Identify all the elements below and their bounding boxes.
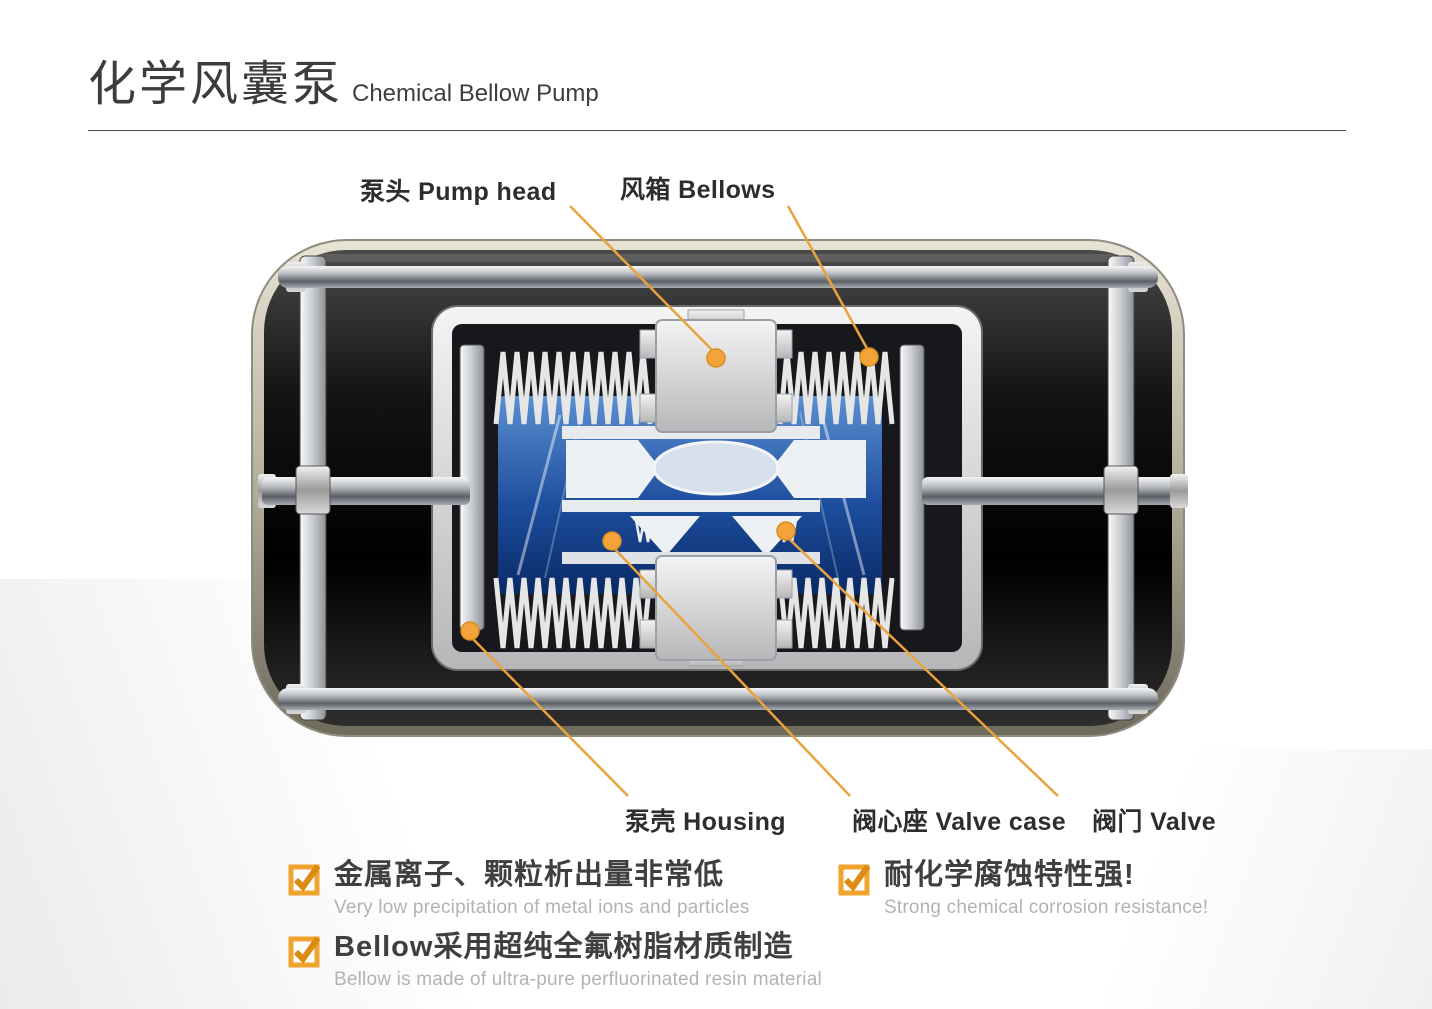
checkbox-icon: [838, 864, 871, 896]
leader-valve-case: [611, 545, 851, 797]
feature-item-resin-material: Bellow采用超纯全氟树脂材质制造 Bellow is made of ult…: [288, 930, 822, 991]
body-highlight: [300, 254, 1136, 262]
callout-dot-pump-head: [706, 348, 726, 368]
callout-label-pump-head: 泵头 Pump head: [360, 178, 557, 206]
bellows-set: [493, 351, 895, 649]
feature-text-en: Very low precipitation of metal ions and…: [334, 896, 750, 918]
feature-text: 金属离子、颗粒析出量非常低 Very low precipitation of …: [334, 858, 750, 919]
feature-text: 耐化学腐蚀特性强! Strong chemical corrosion resi…: [884, 858, 1208, 919]
callout-dot-bellows: [859, 347, 879, 367]
pump-head-block: [639, 309, 793, 433]
callout-label-valve: 阀门 Valve: [1092, 808, 1217, 836]
page-title-zh: 化学风囊泵: [88, 58, 344, 111]
feature-item-low-precipitation: 金属离子、颗粒析出量非常低 Very low precipitation of …: [288, 858, 750, 919]
callout-lines: [469, 205, 1059, 797]
leader-housing: [469, 635, 629, 797]
clamp-plate-right: [899, 344, 925, 631]
bellows-bottom-right: [777, 577, 895, 649]
checkbox-icon: [288, 936, 321, 968]
bellows-bottom-left: [493, 577, 653, 649]
callout-dots: [460, 347, 879, 641]
bellows-top-right: [777, 351, 895, 425]
tie-rods: [278, 262, 1158, 714]
callout-dot-valve-case: [602, 531, 622, 551]
bellows-top-left: [493, 351, 653, 425]
header-divider: [88, 130, 1346, 131]
feature-text-zh: Bellow采用超纯全氟树脂材质制造: [334, 931, 794, 963]
leader-bellows: [786, 205, 871, 353]
callout-dot-housing: [460, 621, 480, 641]
leader-valve: [785, 535, 1059, 797]
feature-text-en: Bellow is made of ultra-pure perfluorina…: [334, 968, 822, 990]
checkbox-icon: [288, 864, 321, 896]
feature-text-zh: 耐化学腐蚀特性强!: [884, 859, 1135, 891]
callout-dot-valve: [776, 521, 796, 541]
valve-case-block: [639, 555, 793, 667]
drive-shaft: [258, 465, 1188, 515]
feature-text: Bellow采用超纯全氟树脂材质制造 Bellow is made of ult…: [334, 930, 822, 991]
feature-item-corrosion-resistance: 耐化学腐蚀特性强! Strong chemical corrosion resi…: [838, 858, 1208, 919]
page-title-en: Chemical Bellow Pump: [352, 80, 599, 107]
feature-text-zh: 金属离子、颗粒析出量非常低: [334, 859, 725, 891]
leader-pump-head: [569, 205, 717, 355]
feature-text-en: Strong chemical corrosion resistance!: [884, 896, 1209, 918]
callout-label-housing: 泵壳 Housing: [625, 808, 786, 836]
callout-label-bellows: 风箱 Bellows: [620, 176, 776, 204]
callout-label-valve-case: 阀心座 Valve case: [852, 808, 1067, 836]
